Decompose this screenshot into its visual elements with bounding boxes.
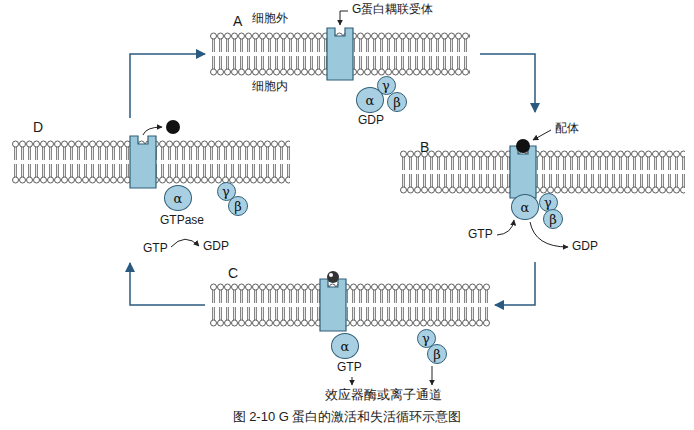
effector-arrow [352,377,353,385]
annotation-label: GDP [572,240,598,254]
ligand-highlight [329,273,333,277]
receptor [130,136,156,188]
release-arrow [143,127,162,135]
annotation-label: 细胞外 [252,12,288,26]
annotation-label: GDP [203,240,229,254]
annotation-label: 效应器酶或离子通道 [325,388,442,403]
membrane [210,283,490,327]
subunit-letter: β [234,200,242,213]
annotation-label: GTPase [160,214,204,228]
ligand [166,120,180,134]
g-protein-subunit: α [164,185,192,211]
cycle-arrow [480,54,535,112]
annotation-label: GDP [358,114,384,128]
g-protein-subunit: α [511,194,539,220]
subunit-letter: γ [382,79,390,92]
receptor [327,28,353,80]
subunit-letter: α [366,94,375,107]
cycle-arrow [130,54,205,118]
cycle-stage: Bα γβ [395,112,689,262]
g-protein-subunit: β [427,344,447,364]
annotation-label: GTP [143,242,168,256]
leader-arrow [533,130,551,140]
subunit-letter: α [341,340,350,353]
leader-arrow [340,11,348,25]
g-protein-subunit: α [331,333,359,359]
g-protein-subunit: β [228,196,248,216]
cycle-stage: Cα γβ [205,262,495,370]
stage-letter: C [228,266,238,281]
receptor [510,146,536,198]
subunit-letter: β [393,96,401,109]
subunit-letter: γ [222,185,230,198]
cycle-arrow [495,262,535,305]
subunit-letter: β [549,213,557,226]
membrane [400,150,685,194]
annotation-label: GTP [468,228,493,242]
gtp-arrow [497,220,514,235]
ligand [516,139,530,153]
cycle-stage: Aαγβ [205,6,480,132]
subunit-letter: γ [422,332,430,345]
annotation-label: G蛋白耦联受体 [352,3,433,17]
hydrolysis-arrow [171,239,199,247]
stage-letter: A [233,14,242,29]
subunit-letter: α [521,201,530,214]
ligand [327,271,339,283]
cycle-arrow [130,263,205,305]
g-protein-subunit: β [387,92,407,112]
annotation-label: GTP [337,361,362,375]
subunit-letter: γ [544,196,552,209]
annotation-label: 细胞内 [252,80,288,94]
g-protein-subunit: β [543,209,563,229]
annotation-label: 配体 [555,122,579,136]
receptor [320,279,346,331]
stage-letter: B [420,140,429,155]
effector-arrow [432,366,433,385]
subunit-letter: α [174,192,183,205]
subunit-letter: β [433,348,441,361]
figure-caption: 图 2-10 G 蛋白的激活和失活循环示意图 [0,409,694,425]
stage-letter: D [33,120,43,135]
